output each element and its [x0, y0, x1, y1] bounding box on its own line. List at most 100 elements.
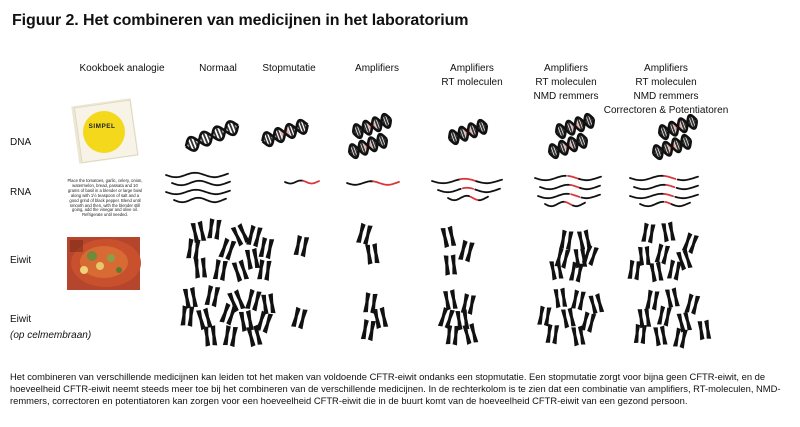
rna-stop-mutation — [459, 177, 478, 183]
dna-rung — [215, 126, 222, 141]
dna-strand — [651, 137, 693, 157]
protein-part — [300, 237, 310, 258]
protein-part — [683, 311, 693, 331]
protein-part — [676, 251, 687, 271]
rna-stop-mutation — [569, 184, 581, 189]
protein-part — [372, 243, 380, 264]
dna-rung — [298, 119, 306, 134]
protein-part — [673, 261, 682, 281]
protein-glyph — [258, 236, 275, 260]
protein-glyph — [645, 289, 660, 311]
protein-part — [444, 309, 455, 330]
protein-part — [672, 327, 682, 347]
protein-glyph — [627, 259, 642, 281]
dna-rung — [287, 124, 294, 138]
protein-part — [587, 313, 597, 333]
protein-part — [537, 305, 545, 325]
protein-part — [245, 288, 255, 309]
protein-part — [663, 307, 672, 327]
protein-part — [576, 231, 586, 251]
rna-stop-mutation — [461, 186, 474, 190]
protein-glyph — [697, 319, 712, 341]
protein-part — [661, 245, 671, 265]
column-header-line: RT moleculen — [441, 77, 503, 88]
cookbook-cover-image — [71, 98, 139, 164]
protein-glyph — [293, 234, 310, 258]
protein-glyph — [227, 289, 246, 313]
dna-helix — [554, 112, 596, 140]
protein-part — [634, 261, 642, 281]
protein-glyph — [372, 306, 389, 330]
dna-rung — [364, 120, 371, 135]
protein-part — [676, 313, 686, 333]
protein-glyph — [676, 249, 693, 271]
protein-glyph — [363, 292, 378, 314]
rna-strand — [447, 194, 471, 202]
dna-helix — [651, 133, 693, 161]
protein-glyph — [246, 324, 263, 348]
protein-part — [588, 247, 599, 267]
rna-stop-mutation — [570, 193, 581, 198]
protein-part — [440, 228, 450, 249]
protein-glyph — [559, 229, 574, 251]
protein-part — [691, 295, 701, 315]
protein-glyph — [261, 293, 276, 315]
protein-glyph — [212, 259, 228, 282]
protein-part — [559, 229, 567, 249]
column-header-line: Normaal — [199, 63, 237, 74]
rna-strand — [437, 188, 462, 194]
protein-part — [244, 249, 253, 270]
rna-strand — [346, 180, 374, 186]
protein-part — [379, 306, 389, 327]
column-header-line: NMD remmers — [533, 91, 599, 102]
protein-glyph — [244, 247, 260, 270]
rna-strand — [284, 179, 304, 185]
protein-part — [573, 249, 581, 269]
protein-glyph — [588, 293, 605, 315]
protein-part — [681, 232, 693, 252]
rna-strand — [477, 195, 489, 202]
protein-part — [645, 289, 653, 309]
protein-glyph — [437, 306, 455, 330]
figure-title: Figuur 2. Het combineren van medicijnen … — [12, 12, 469, 29]
protein-part — [245, 309, 254, 330]
protein-part — [445, 324, 453, 345]
protein-part — [253, 324, 263, 345]
dna-rung — [673, 138, 680, 153]
protein-glyph — [186, 238, 201, 260]
dna-helix — [351, 112, 393, 140]
protein-part — [238, 311, 247, 332]
protein-part — [262, 313, 274, 334]
column-header-line: Stopmutatie — [262, 63, 316, 74]
rna-strand — [639, 200, 665, 208]
protein-glyph — [196, 307, 213, 331]
protein-glyph — [291, 306, 308, 330]
protein-part — [452, 325, 460, 346]
protein-part — [697, 321, 705, 341]
protein-glyph — [656, 305, 672, 327]
protein-part — [627, 259, 635, 279]
recipe-text: Place the tomatoes, garlic, celery, onio… — [67, 178, 143, 218]
protein-glyph — [460, 293, 477, 315]
rna-strand — [572, 201, 586, 208]
protein-glyph — [257, 259, 272, 281]
protein-glyph — [193, 257, 208, 279]
protein-part — [640, 325, 647, 345]
rna-stop-mutation — [372, 180, 400, 186]
protein-part — [356, 222, 366, 243]
dna-strand — [347, 136, 389, 156]
dna-rung — [654, 145, 662, 160]
protein-part — [182, 288, 191, 309]
protein-glyph — [553, 287, 568, 309]
protein-glyph — [661, 221, 676, 243]
rna-strand — [475, 178, 503, 185]
protein-part — [633, 323, 641, 344]
dna-rung — [360, 140, 367, 155]
rna-stop-mutation — [564, 201, 574, 207]
protein-glyph — [190, 220, 207, 244]
protein-part — [595, 293, 605, 313]
protein-part — [210, 325, 218, 346]
protein-part — [638, 246, 645, 267]
